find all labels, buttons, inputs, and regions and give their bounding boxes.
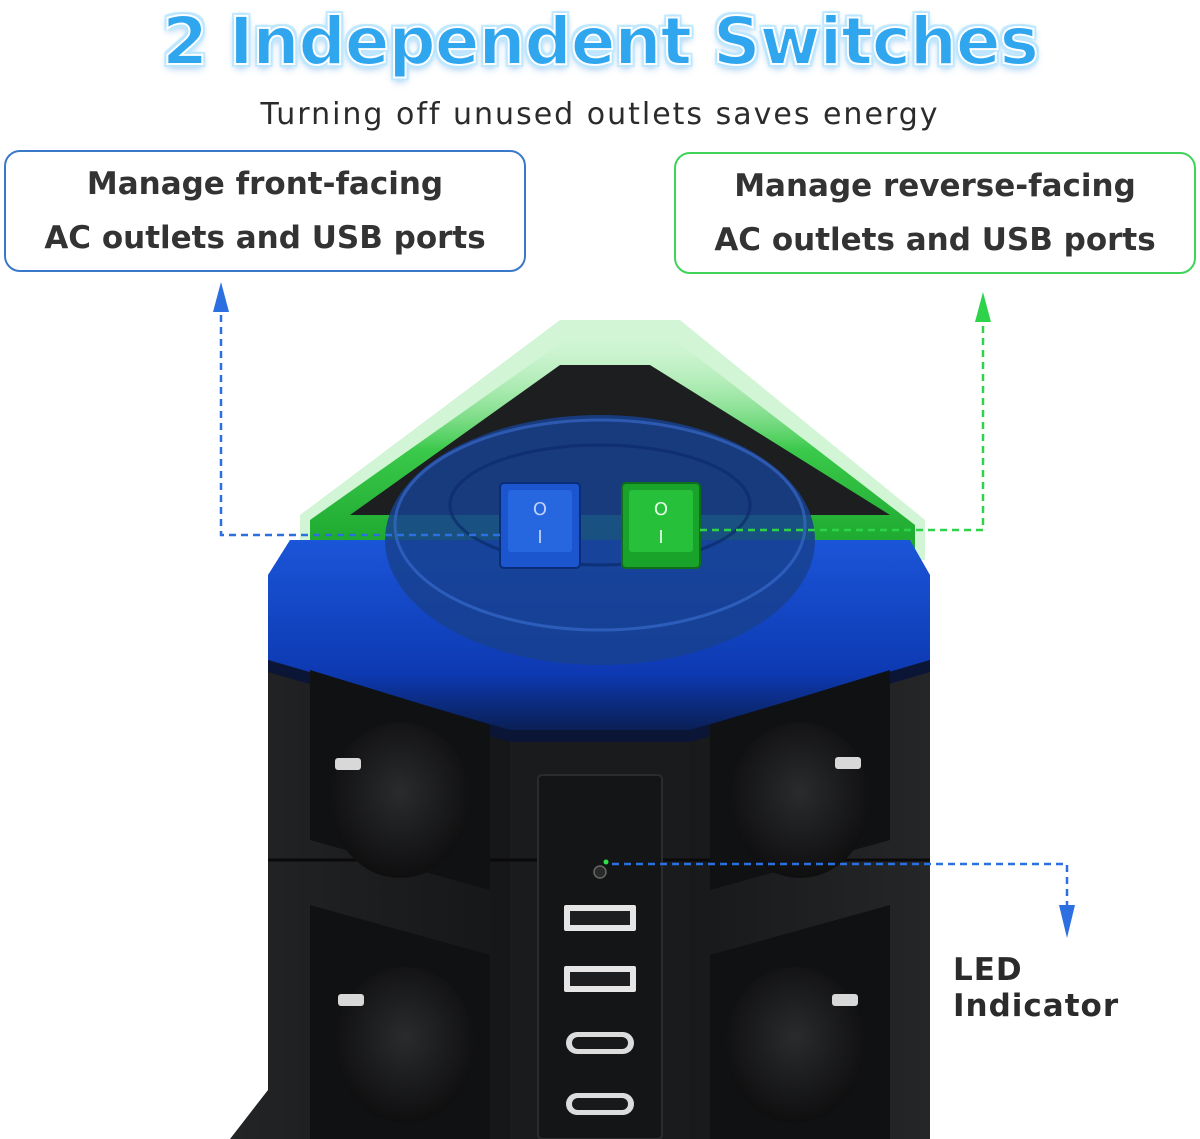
led-indicator-leader — [612, 862, 1069, 905]
ac-socket-rear-right-bottom — [710, 905, 890, 1139]
front-rocker-switch[interactable]: O I — [499, 482, 581, 569]
usb-a-port-1 — [564, 905, 636, 931]
front-callout-line-1: Manage front-facing — [86, 166, 444, 202]
ac-socket-front-left-bottom — [310, 905, 490, 1139]
headline-title: 2 Independent Switches — [161, 2, 1040, 81]
front-switch-on-symbol: I — [537, 527, 542, 548]
reverse-switch-leader — [700, 320, 985, 532]
reverse-switch-on-symbol: I — [658, 527, 663, 548]
ac-socket-front-left-top — [310, 670, 490, 890]
reverse-rocker-switch[interactable]: O I — [621, 482, 701, 569]
front-callout-line-2: AC outlets and USB ports — [44, 220, 486, 256]
top-dial — [385, 415, 815, 665]
front-arrow-icon — [213, 282, 229, 312]
usb-c-port-1 — [566, 1032, 634, 1054]
ac-socket-rear-right-top — [710, 670, 890, 890]
front-switch-leader — [219, 310, 500, 537]
front-switch-off-symbol: O — [533, 499, 547, 520]
reverse-callout-line-1: Manage reverse-facing — [734, 168, 1136, 204]
usb-a-port-2 — [564, 966, 636, 992]
usb-c-port-2 — [566, 1093, 634, 1115]
reverse-arrow-icon — [975, 292, 991, 322]
led-indicator-label: LED Indicator — [953, 952, 1120, 1024]
led-arrow-icon — [1059, 905, 1075, 938]
usb-panel — [537, 774, 663, 1139]
headline-subtitle: Turning off unused outlets saves energy — [260, 97, 940, 132]
reverse-callout-line-2: AC outlets and USB ports — [714, 222, 1156, 258]
reverse-switch-callout: Manage reverse-facing AC outlets and USB… — [674, 152, 1196, 274]
led-indicator-light — [593, 865, 607, 879]
front-switch-callout: Manage front-facing AC outlets and USB p… — [4, 150, 526, 272]
reverse-switch-off-symbol: O — [654, 499, 668, 520]
